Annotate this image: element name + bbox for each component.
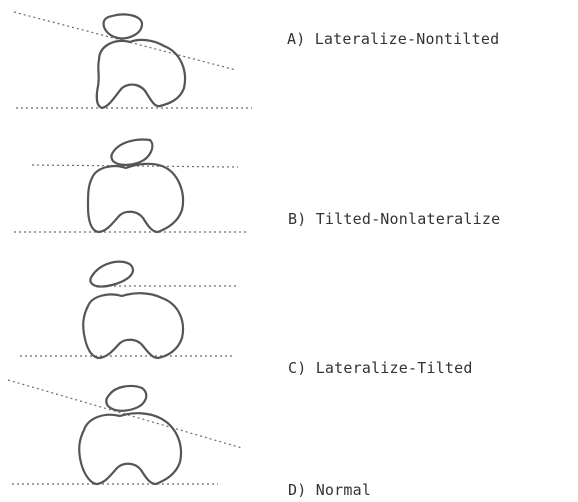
panel-c-drawing	[20, 262, 236, 358]
panel-c-femur	[83, 293, 183, 358]
panel-a-drawing	[14, 12, 252, 108]
panel-c-label: C) Lateralize-Tilted	[288, 359, 473, 377]
panel-b-femur	[88, 164, 183, 232]
panel-d-patella	[106, 386, 146, 411]
panel-a-label: A) Lateralize-Nontilted	[287, 30, 499, 48]
panel-b-label: B) Tilted-Nonlateralize	[288, 210, 500, 228]
panel-b-drawing	[14, 140, 246, 232]
panel-d-drawing	[8, 380, 242, 484]
panel-b-patella	[111, 140, 152, 165]
panel-a-patella	[104, 14, 142, 38]
panel-d-label: D) Normal	[288, 481, 371, 499]
panel-d-femur	[79, 413, 181, 484]
panel-a-femur	[97, 40, 185, 108]
panel-c-patella	[90, 262, 133, 287]
